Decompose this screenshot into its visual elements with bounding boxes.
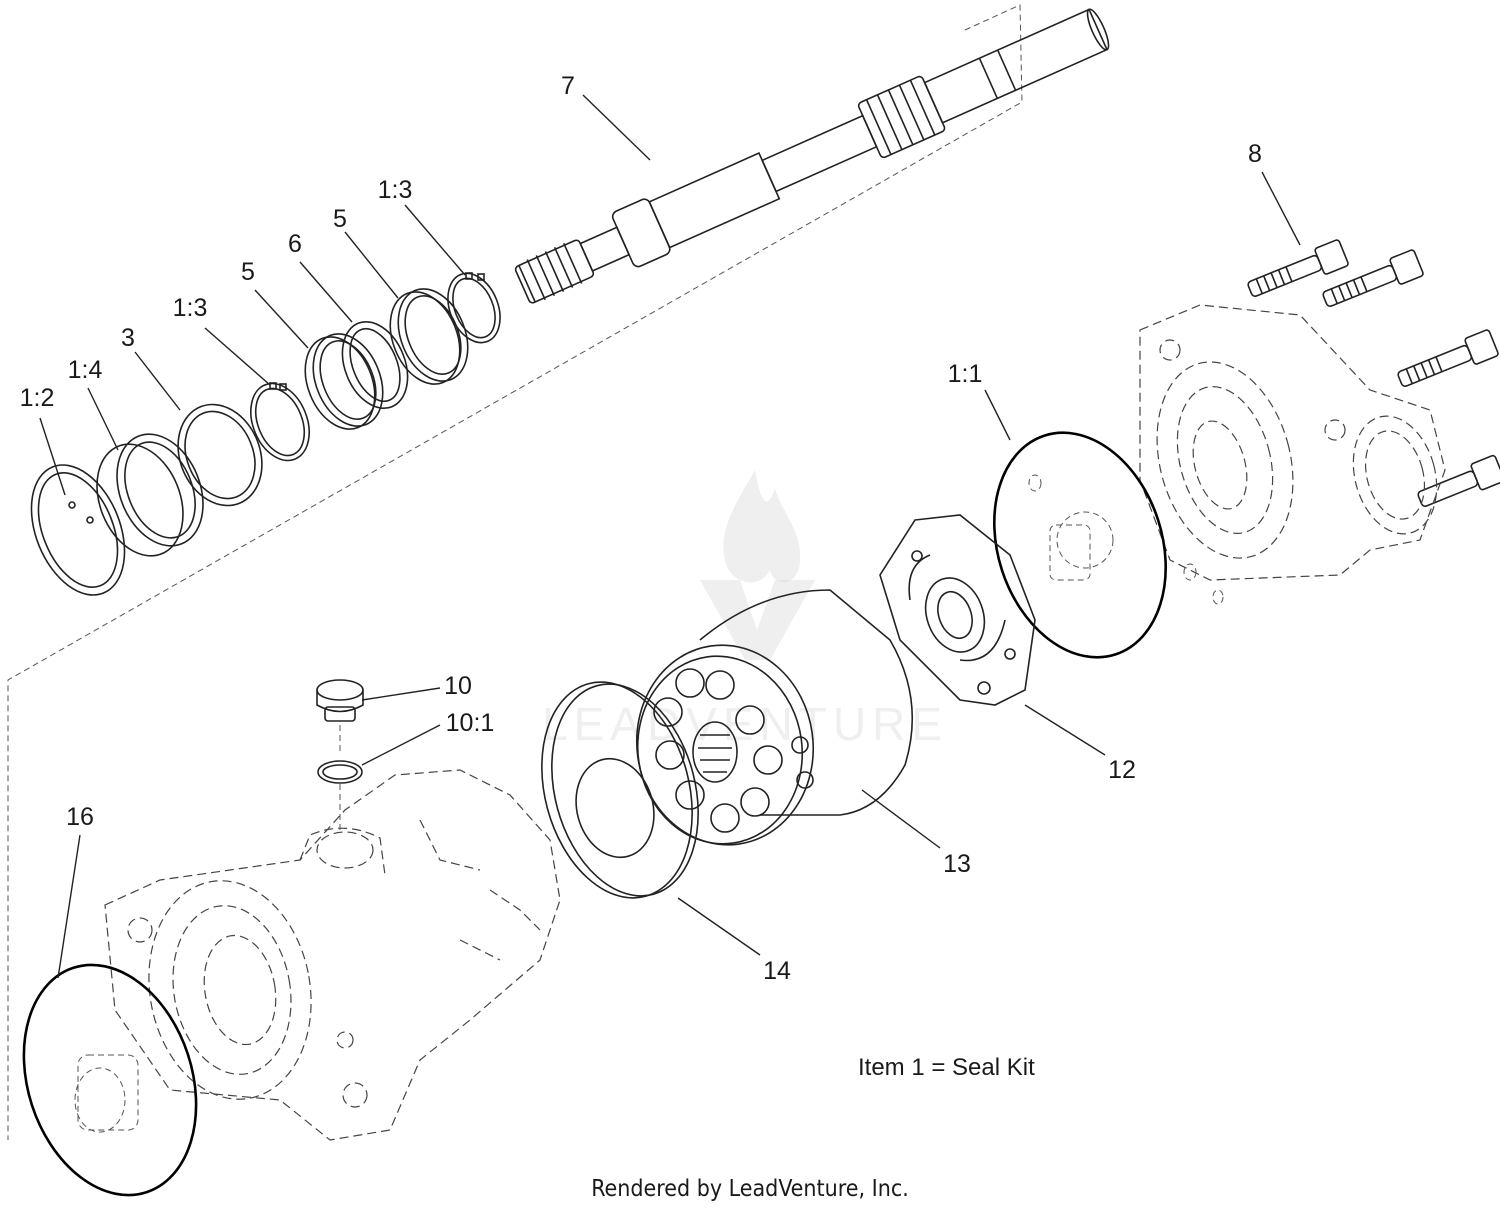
thrust-washer-5-upper (389, 288, 469, 385)
thrust-bearing-6 (341, 320, 409, 410)
watermark-v-icon (700, 580, 815, 660)
pump-housing (104, 769, 561, 1141)
cylinder-block-13 (635, 589, 914, 846)
callout-labels: 7 8 1:3 5 6 5 1:3 3 1:4 1:2 1:1 10 10:1 … (20, 72, 1262, 985)
o-ring-1-1 (992, 431, 1224, 659)
callout-1-3-mid: 1:3 (173, 294, 208, 322)
end-cover (1139, 304, 1446, 581)
callout-13: 13 (943, 850, 971, 878)
o-ring-10-1 (317, 760, 363, 830)
callout-10: 10 (444, 672, 472, 700)
render-credit: Rendered by LeadVenture, Inc. (591, 1176, 909, 1202)
callout-1-2: 1:2 (20, 384, 55, 412)
snap-ring-1-3-lower (250, 382, 310, 462)
subassembly-boundary (7, 4, 1023, 1140)
callout-14: 14 (763, 957, 791, 985)
callout-1-3-top: 1:3 (378, 176, 413, 204)
thrust-plate-14 (541, 681, 699, 899)
washer-3 (177, 403, 263, 507)
bolts-8 (1247, 239, 1500, 508)
callout-12: 12 (1108, 756, 1136, 784)
watermark: LEADVENTURE (542, 470, 948, 750)
callout-5-mid: 5 (241, 258, 255, 286)
valve-plate-12 (879, 514, 1036, 706)
callout-16: 16 (66, 803, 94, 831)
watermark-flame-icon (723, 470, 801, 583)
callout-7: 7 (561, 72, 575, 100)
output-shaft (514, 8, 1110, 304)
retaining-ring-1-2 (30, 464, 126, 596)
bearing-1-4 (96, 433, 204, 557)
plug-10 (316, 679, 364, 755)
callout-1-4: 1:4 (68, 356, 103, 384)
callout-5-top: 5 (333, 205, 347, 233)
leader-lines (39, 94, 1301, 979)
callout-1-1: 1:1 (948, 360, 983, 388)
callout-6: 6 (288, 230, 302, 258)
callout-8: 8 (1248, 140, 1262, 168)
callout-10-1: 10:1 (446, 709, 495, 737)
seal-kit-note: Item 1 = Seal Kit (858, 1054, 1035, 1081)
snap-ring-1-3-upper (447, 272, 501, 344)
watermark-text: LEADVENTURE (542, 698, 948, 750)
o-ring-16 (22, 963, 198, 1197)
callout-3: 3 (121, 324, 135, 352)
thrust-washer-5-lower (304, 333, 384, 430)
